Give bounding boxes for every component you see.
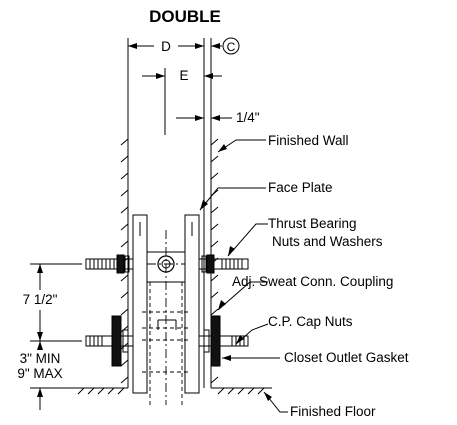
dimension-vertical: 7 1/2" 3" MIN 9" MAX [17, 263, 82, 410]
face-plate-right [184, 214, 200, 394]
upper-stud-left [85, 254, 134, 274]
dimension-min-label: 3" MIN [20, 351, 61, 366]
label-gasket: Closet Outlet Gasket [284, 350, 409, 365]
dimension-c-label: C [227, 40, 236, 54]
dimension-e: E [142, 68, 222, 135]
lower-stud-left [85, 315, 134, 367]
lower-stud-right [198, 315, 249, 367]
dimension-quarter-inch-label: 1/4" [236, 110, 260, 125]
diagram-title: DOUBLE [149, 7, 221, 26]
dimension-quarter-inch: 1/4" [176, 110, 260, 125]
dimension-d-label: D [161, 39, 171, 54]
dimension-height-label: 7 1/2" [23, 292, 58, 307]
label-finished-floor: Finished Floor [290, 404, 376, 419]
label-coupling: Adj. Sweat Conn. Coupling [232, 274, 393, 289]
finished-floor [72, 387, 272, 395]
label-finished-wall: Finished Wall [268, 133, 349, 148]
dimension-max-label: 9" MAX [17, 366, 62, 381]
dimension-d: D [127, 38, 212, 135]
face-plate-left [132, 214, 148, 394]
dimension-e-label: E [179, 68, 188, 83]
dimension-c: C [188, 37, 240, 55]
label-face-plate: Face Plate [268, 180, 333, 195]
outlet-pipe-hidden [142, 282, 190, 405]
label-cap-nuts: C.P. Cap Nuts [268, 314, 353, 329]
upper-stud-right [198, 254, 249, 274]
label-thrust-bearing-1: Thrust Bearing [268, 216, 357, 231]
callout-leaders [199, 139, 288, 413]
label-thrust-bearing-2: Nuts and Washers [272, 234, 383, 249]
